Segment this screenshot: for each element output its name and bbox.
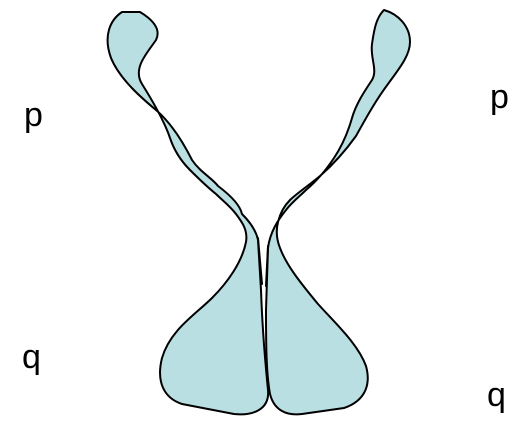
q-arm-label-left: q [22, 340, 41, 374]
p-arm-label-left: p [24, 98, 43, 132]
right-chromatid [266, 10, 410, 414]
p-arm-label-right: p [490, 80, 509, 114]
left-chromatid [108, 12, 269, 414]
q-arm-label-right: q [487, 378, 506, 412]
